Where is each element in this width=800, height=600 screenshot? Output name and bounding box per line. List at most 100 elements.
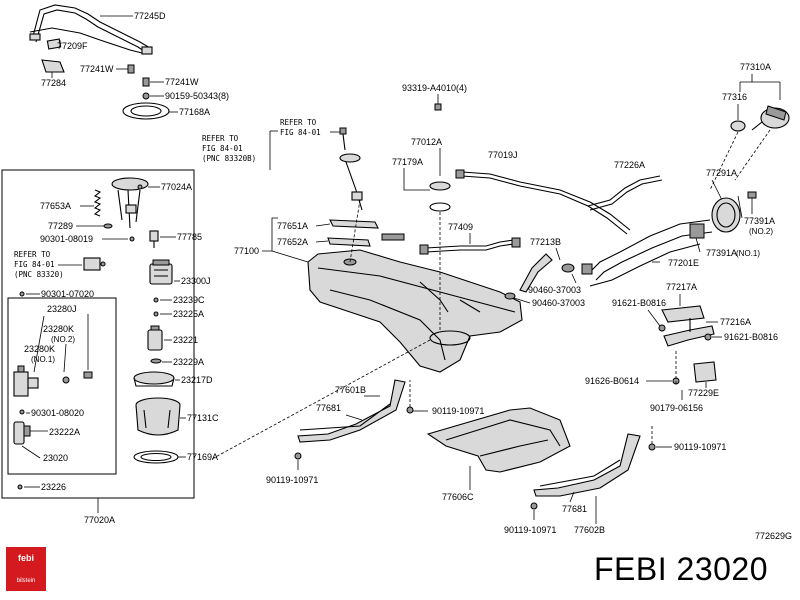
label-77652A: 77652A: [277, 237, 308, 247]
febi-logo-sub: bilstein: [16, 578, 36, 584]
fuel-cap-77310A: [751, 105, 790, 131]
ring-23239C: [153, 297, 159, 303]
filter-23217D: [133, 371, 175, 387]
label-77020A: 77020A: [84, 515, 115, 525]
brand-caption: FEBI 23020: [594, 551, 768, 587]
note-refer-left-2: FIG 84-01: [14, 260, 55, 269]
label-77241W-b: 77241W: [165, 77, 199, 87]
label-23239C: 23239C: [173, 295, 205, 305]
fuel-pump-subbox: [7, 297, 117, 475]
cap-ring-77316: [730, 120, 746, 132]
label-23222A: 23222A: [49, 427, 80, 437]
label-77213B: 77213B: [530, 237, 561, 247]
label-77391A-no2: (NO.2): [749, 227, 773, 236]
label-77209F: 77209F: [57, 41, 88, 51]
ring-77289: [103, 223, 113, 229]
oring-90301-07020: [19, 291, 25, 297]
gasket-77179A: [429, 181, 451, 191]
cushion-23229A: [150, 358, 162, 364]
pressure-regulator-23280: [13, 365, 93, 397]
label-90119-d: 90119-10971: [674, 442, 726, 452]
label-23280K: 23280K: [43, 324, 74, 334]
label-23226: 23226: [41, 482, 66, 492]
sub-tank-77131C: [135, 397, 181, 436]
label-77409: 77409: [448, 222, 473, 232]
label-77131C: 77131C: [187, 413, 219, 423]
label-77168A: 77168A: [179, 107, 210, 117]
note-refer-left-3: (PNC 83320): [14, 270, 64, 279]
fuel-pump-23300J: [149, 259, 173, 285]
label-77310A: 77310A: [740, 62, 771, 72]
note-refer-top-1: REFER TO: [280, 118, 317, 127]
label-23217D: 23217D: [181, 375, 213, 385]
bracket-77217A: [661, 305, 715, 347]
label-77653A: 77653A: [40, 201, 71, 211]
label-77179A: 77179A: [392, 157, 423, 167]
fuel-sender-gauge-77024A: [111, 177, 149, 229]
label-77169A: 77169A: [187, 452, 218, 462]
label-77216A: 77216A: [720, 317, 751, 327]
label-90301-08019: 90301-08019: [40, 234, 93, 244]
label-77606C: 77606C: [442, 492, 474, 502]
label-93319: 93319-A4010(4): [402, 83, 467, 93]
label-77681-b: 77681: [562, 504, 587, 514]
label-77226A: 77226A: [614, 160, 645, 170]
label-77391A-b: 77391A: [706, 248, 737, 258]
clip-77241W-a: [127, 64, 135, 74]
label-91621-b: 91621-B0816: [724, 332, 778, 342]
strap-77602B: [533, 433, 641, 497]
label-77316: 77316: [722, 92, 747, 102]
note-refer-mid-3: (PNC 83320B): [202, 154, 256, 163]
label-91621-a: 91621-B0816: [612, 298, 666, 308]
label-90159: 90159-50343(8): [165, 91, 229, 101]
label-90301-08020: 90301-08020: [31, 408, 84, 418]
label-77785: 77785: [177, 232, 202, 242]
label-90119-b: 90119-10971: [266, 475, 318, 485]
label-23020: 23020: [43, 453, 68, 463]
breather-tube-assembly: [29, 4, 153, 55]
label-77024A: 77024A: [161, 182, 192, 192]
sender-83320: [83, 257, 101, 271]
screw-90159: [142, 92, 150, 100]
label-23229A: 23229A: [173, 357, 204, 367]
tube-77226A: [587, 175, 663, 211]
label-77229E: 77229E: [688, 388, 719, 398]
gasket-23226: [17, 484, 23, 490]
febi-logo: [6, 547, 46, 591]
label-23280K-b: 23280K: [24, 344, 55, 354]
label-77241W-a: 77241W: [80, 64, 114, 74]
label-77681-a: 77681: [316, 403, 341, 413]
label-77019J: 77019J: [488, 150, 518, 160]
label-23280K-no2: (NO.2): [51, 335, 75, 344]
bolt-93319: [434, 103, 442, 111]
label-77391A-a: 77391A: [744, 216, 775, 226]
vent-tube-77019J: [455, 169, 631, 235]
protector-77606C: [426, 407, 571, 473]
label-77217A: 77217A: [666, 282, 697, 292]
catalog-code: 772629G: [755, 531, 792, 541]
label-77651A: 77651A: [277, 221, 308, 231]
ring-23225A: [153, 311, 159, 317]
label-23280J: 23280J: [47, 304, 77, 314]
label-77289: 77289: [48, 221, 73, 231]
label-77602B: 77602B: [574, 525, 605, 535]
gaskets-77651A-77652A: [327, 219, 405, 247]
note-refer-mid-1: REFER TO: [202, 134, 239, 143]
oring-90301-08019: [129, 236, 135, 242]
label-77284: 77284: [41, 78, 66, 88]
label-90119-a: 90119-10971: [432, 406, 484, 416]
label-90460-b: 90460-37003: [532, 298, 585, 308]
pump-motor-23221: [147, 325, 163, 351]
gasket-77012A: [429, 202, 451, 212]
hose-77409: [419, 237, 521, 255]
label-23300J: 23300J: [181, 276, 211, 286]
spring-77653A: [93, 189, 102, 217]
label-91626: 91626-B0614: [585, 376, 639, 386]
filler-cap-housing: [711, 197, 741, 233]
label-90119-c: 90119-10971: [504, 525, 556, 535]
retainer-ring-77168A: [122, 102, 170, 120]
filler-pipe-77201E: [581, 219, 713, 287]
clip-77241W-b: [142, 77, 150, 87]
label-77245D: 77245D: [134, 11, 166, 21]
